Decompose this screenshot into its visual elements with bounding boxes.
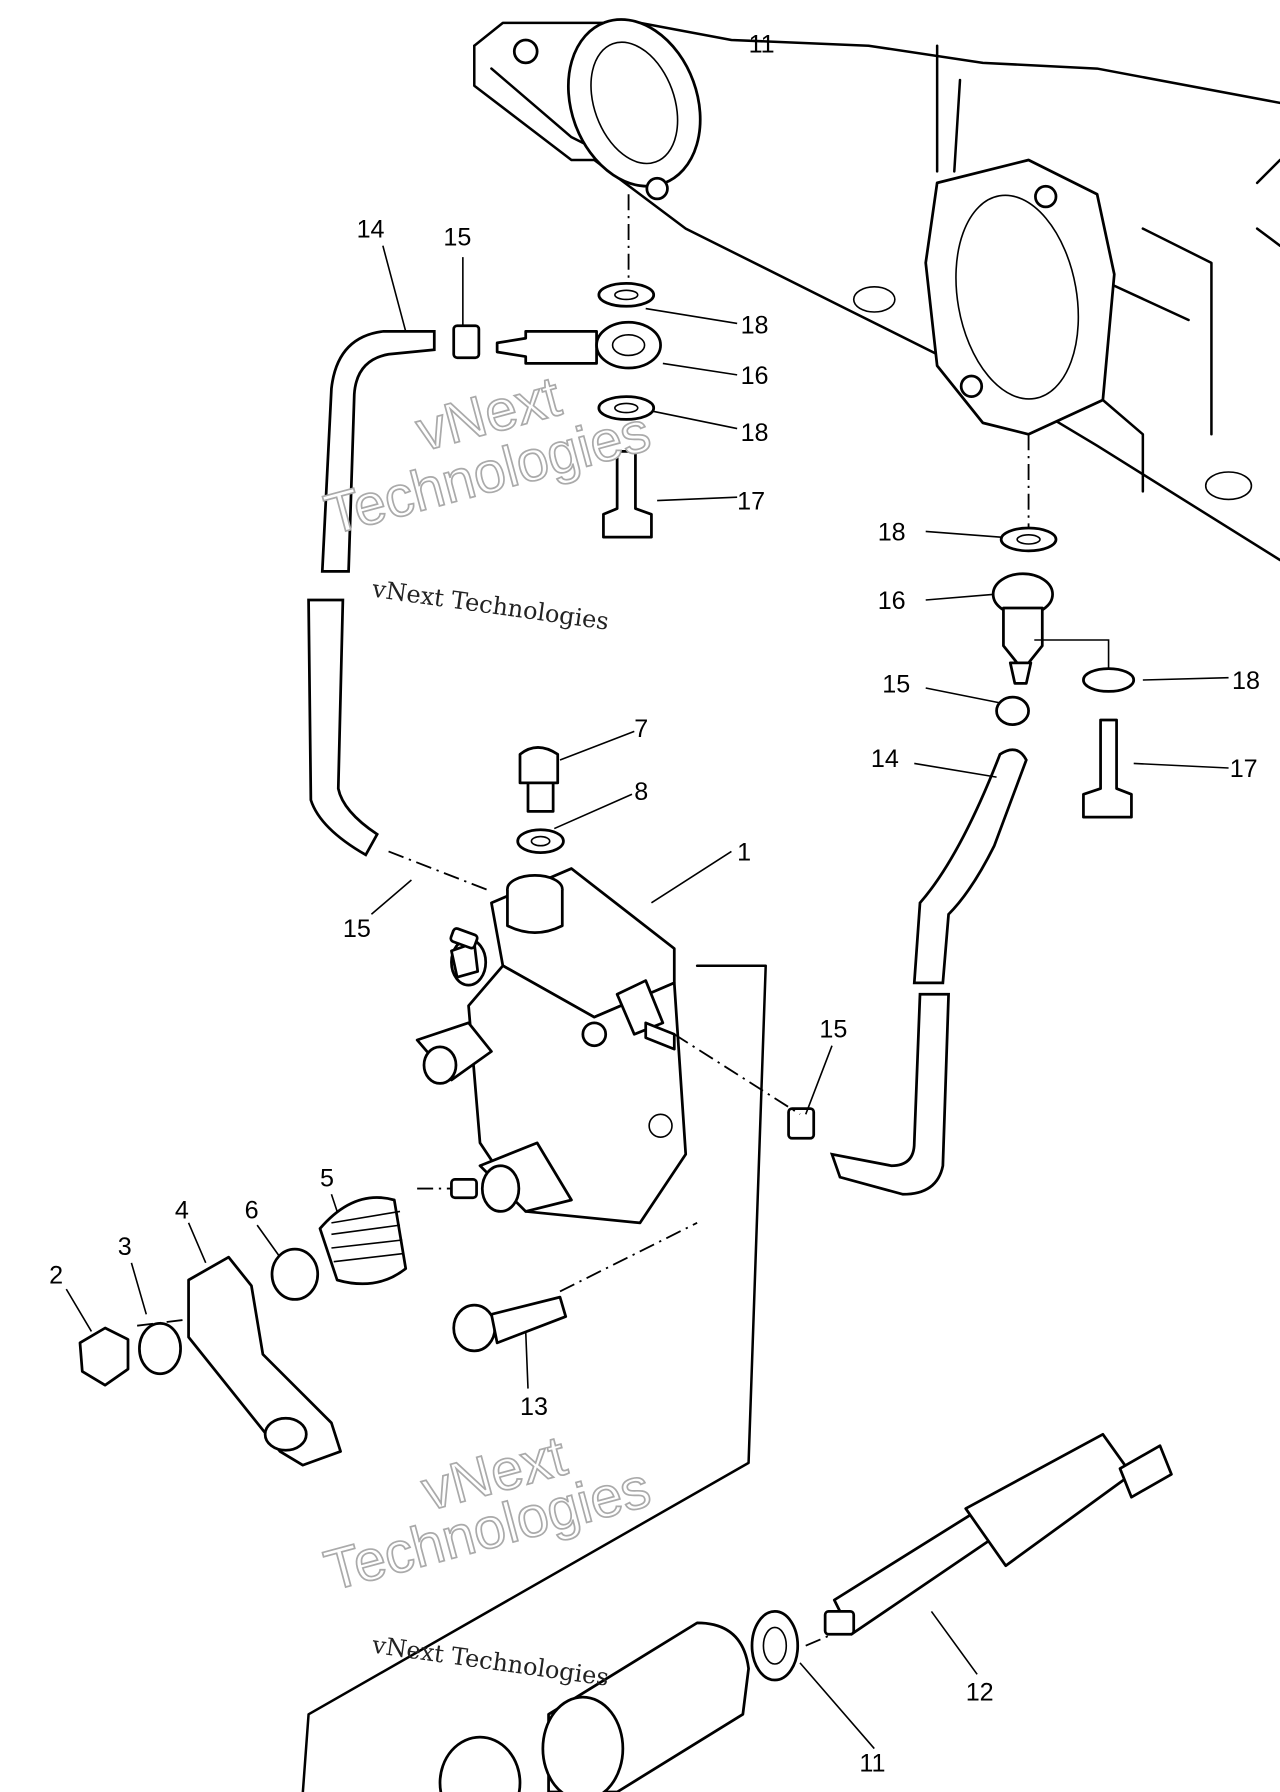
callout-17: 17 [737, 488, 765, 516]
callout-18: 18 [1232, 667, 1260, 695]
callout-7: 7 [634, 715, 648, 743]
callout-15: 15 [882, 671, 910, 699]
washer-18b [597, 395, 656, 421]
watermark-small: vNext Technologies [370, 1631, 611, 1692]
engine-housing [473, 18, 1280, 562]
callout-12: 12 [966, 1679, 994, 1707]
washer-18a [597, 282, 656, 308]
callout-6: 6 [245, 1196, 259, 1224]
callout-11-top: 11 [749, 31, 775, 59]
drive-shaft-assembly [438, 1432, 1173, 1792]
callout-16: 16 [741, 362, 769, 390]
callout-1: 1 [737, 839, 751, 867]
clamp-15-top [452, 324, 481, 360]
callout-18: 18 [878, 519, 906, 547]
callout-2: 2 [49, 1261, 63, 1289]
callout-13: 13 [520, 1393, 548, 1421]
callouts: 11 14 15 18 16 18 17 18 16 18 15 14 17 7… [49, 31, 1260, 1778]
lever-assembly [78, 1196, 568, 1467]
callout-11: 11 [859, 1749, 885, 1777]
callout-8: 8 [634, 778, 648, 806]
callout-3: 3 [118, 1233, 132, 1261]
callout-15: 15 [343, 915, 371, 943]
callout-16: 16 [878, 587, 906, 615]
right-fittings [787, 526, 1136, 1196]
callout-17: 17 [1230, 755, 1258, 783]
union-bolt-stub [495, 330, 598, 365]
callout-14: 14 [871, 745, 899, 773]
bolt-17-left [602, 450, 653, 539]
callout-4: 4 [175, 1196, 189, 1224]
callout-15: 15 [819, 1016, 847, 1044]
callout-14: 14 [357, 216, 385, 244]
watermark-small: vNext Technologies [370, 575, 611, 636]
callout-18: 18 [741, 312, 769, 340]
callout-5: 5 [320, 1164, 334, 1192]
hose-14-left [307, 282, 662, 857]
callout-15: 15 [443, 224, 471, 252]
callout-18: 18 [741, 419, 769, 447]
oil-pump-body [415, 746, 688, 1225]
watermark-2: vNext Technologies vNext Technologies [317, 1423, 657, 1692]
banjo-16-left [595, 320, 662, 370]
